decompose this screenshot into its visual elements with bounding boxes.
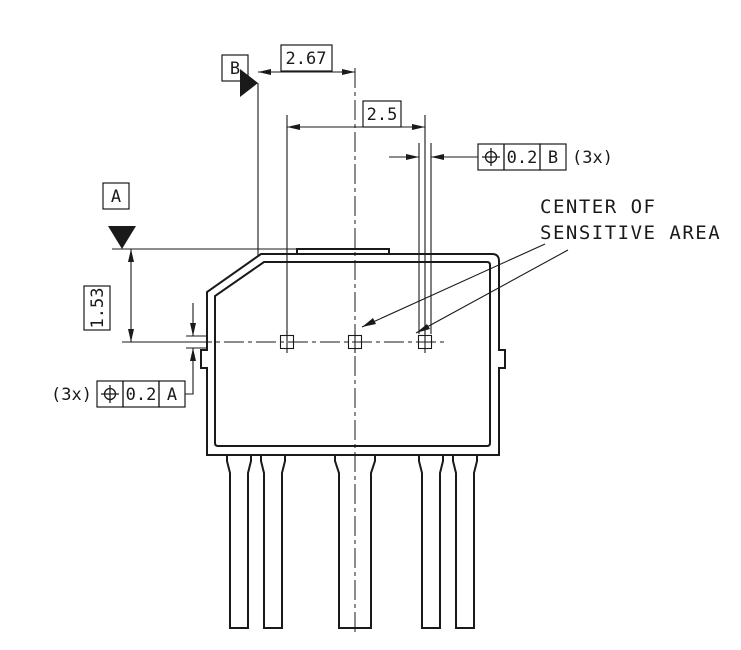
- dim-153-value: 1.53: [88, 288, 108, 329]
- dim-25-arrow-right: [412, 124, 425, 130]
- fcf-bottom-arrow-down-pointing: [190, 323, 196, 336]
- tolerance-frame-bottom: (3x) 0.2 A: [51, 303, 208, 408]
- fcf-top-count: (3x): [572, 148, 613, 168]
- note-leader-2: [415, 249, 569, 334]
- position-tolerance-icon: [101, 385, 119, 403]
- package-outer-outline: [200, 253, 506, 456]
- lead-4: [418, 455, 444, 629]
- dimension-2-5: 2.5: [286, 100, 426, 334]
- note-line-1: CENTER OF: [540, 196, 656, 218]
- dimension-2-67: 2.67: [258, 44, 355, 75]
- lead-2: [260, 455, 286, 629]
- note-leader-2-arrow: [416, 324, 430, 333]
- package-body: [200, 248, 506, 629]
- fcf-top-datum: B: [548, 148, 558, 168]
- fcf-top-arrow-left-pointing: [431, 154, 444, 160]
- lead-1: [226, 455, 252, 629]
- position-tolerance-icon: [482, 148, 500, 166]
- fcf-bottom-value: 0.2: [126, 385, 157, 405]
- fcf-top-arrow-right-pointing: [406, 154, 419, 160]
- note-line-2: SENSITIVE AREA: [540, 222, 721, 244]
- fcf-top-datum-cell: [539, 143, 567, 171]
- note-center-of-sensitive-area: CENTER OF SENSITIVE AREA: [361, 196, 721, 334]
- fcf-bottom-datum-cell: [158, 380, 186, 408]
- package-inner-outline: [214, 261, 491, 447]
- dim-25-arrow-left: [287, 124, 300, 130]
- fcf-bottom-count: (3x): [51, 385, 92, 405]
- datum-a-box: [102, 182, 130, 210]
- dim-267-value: 2.67: [286, 49, 327, 69]
- datum-a-label: A: [111, 187, 121, 207]
- tolerance-frame-top: 0.2 B (3x): [389, 143, 613, 334]
- dim-267-arrow-left: [258, 69, 271, 75]
- dim-25-value: 2.5: [367, 105, 398, 125]
- dim-153-box: [83, 285, 111, 331]
- fcf-top-value: 0.2: [507, 148, 538, 168]
- fcf-bottom-arrow-up-pointing: [190, 348, 196, 361]
- datum-b-label: B: [230, 59, 240, 79]
- fcf-bottom-leader-lower: [185, 348, 194, 395]
- datum-a: A: [102, 182, 297, 250]
- datum-b-triangle-icon: [240, 69, 258, 97]
- note-leader-1: [361, 243, 546, 328]
- dim-25-box: [362, 100, 402, 128]
- lead-center: [334, 455, 376, 629]
- datum-b: B: [221, 54, 259, 256]
- dim-153-arrow-top: [128, 249, 134, 262]
- lead-5: [452, 455, 478, 629]
- datum-a-triangle-icon: [108, 226, 136, 249]
- note-leader-1-arrow: [362, 318, 376, 327]
- datum-b-box: [221, 54, 249, 82]
- dim-267-arrow-right: [342, 69, 355, 75]
- sensitive-areas: [279, 331, 433, 353]
- package-top-tab: [296, 248, 390, 254]
- dim-153-arrow-bottom: [128, 329, 134, 342]
- fcf-bottom-datum: A: [167, 385, 177, 405]
- dimension-1-53: 1.53: [83, 249, 192, 343]
- dim-267-box: [280, 44, 333, 72]
